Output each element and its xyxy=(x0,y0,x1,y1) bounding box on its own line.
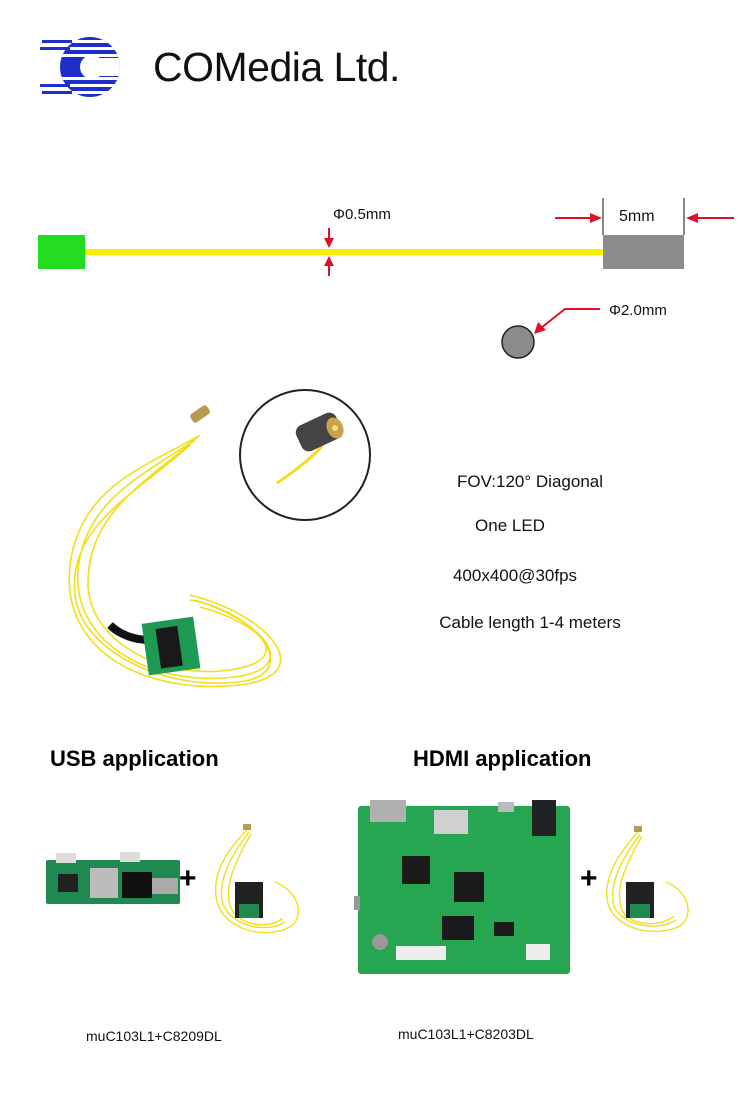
hdmi-board-photo xyxy=(354,800,570,974)
hdmi-application-title: HDMI application xyxy=(413,746,592,771)
hdmi-model-caption: muC103L1+C8203DL xyxy=(398,1026,534,1042)
cable-dimension-diagram xyxy=(38,198,734,359)
head-cross-section xyxy=(501,325,535,359)
cable-line xyxy=(85,249,605,255)
spec-led: One LED xyxy=(475,516,545,535)
connector-block xyxy=(38,235,85,269)
company-name: COMedia Ltd. xyxy=(153,44,400,90)
company-logo-icon xyxy=(40,37,120,97)
spec-resolution: 400x400@30fps xyxy=(452,566,578,585)
usb-model-caption: muC103L1+C8209DL xyxy=(86,1028,222,1044)
usb-camera-module-photo xyxy=(215,824,300,934)
head-diameter-label: Φ2.0mm xyxy=(609,302,667,319)
camera-head xyxy=(603,235,684,269)
cable-diameter-label: Φ0.5mm xyxy=(333,206,391,223)
usb-board-photo xyxy=(46,852,180,904)
usb-plus-sign: + xyxy=(179,862,197,895)
camera-cable-photo xyxy=(68,405,282,688)
camera-tip-closeup xyxy=(239,389,371,521)
hdmi-plus-sign: + xyxy=(580,862,598,895)
spec-cable-length: Cable length 1-4 meters xyxy=(439,613,621,632)
head-length-label: 5mm xyxy=(619,208,655,225)
spec-fov: FOV:120° Diagonal xyxy=(456,472,604,491)
usb-application-title: USB application xyxy=(50,746,219,771)
hdmi-camera-module-photo xyxy=(606,826,689,933)
